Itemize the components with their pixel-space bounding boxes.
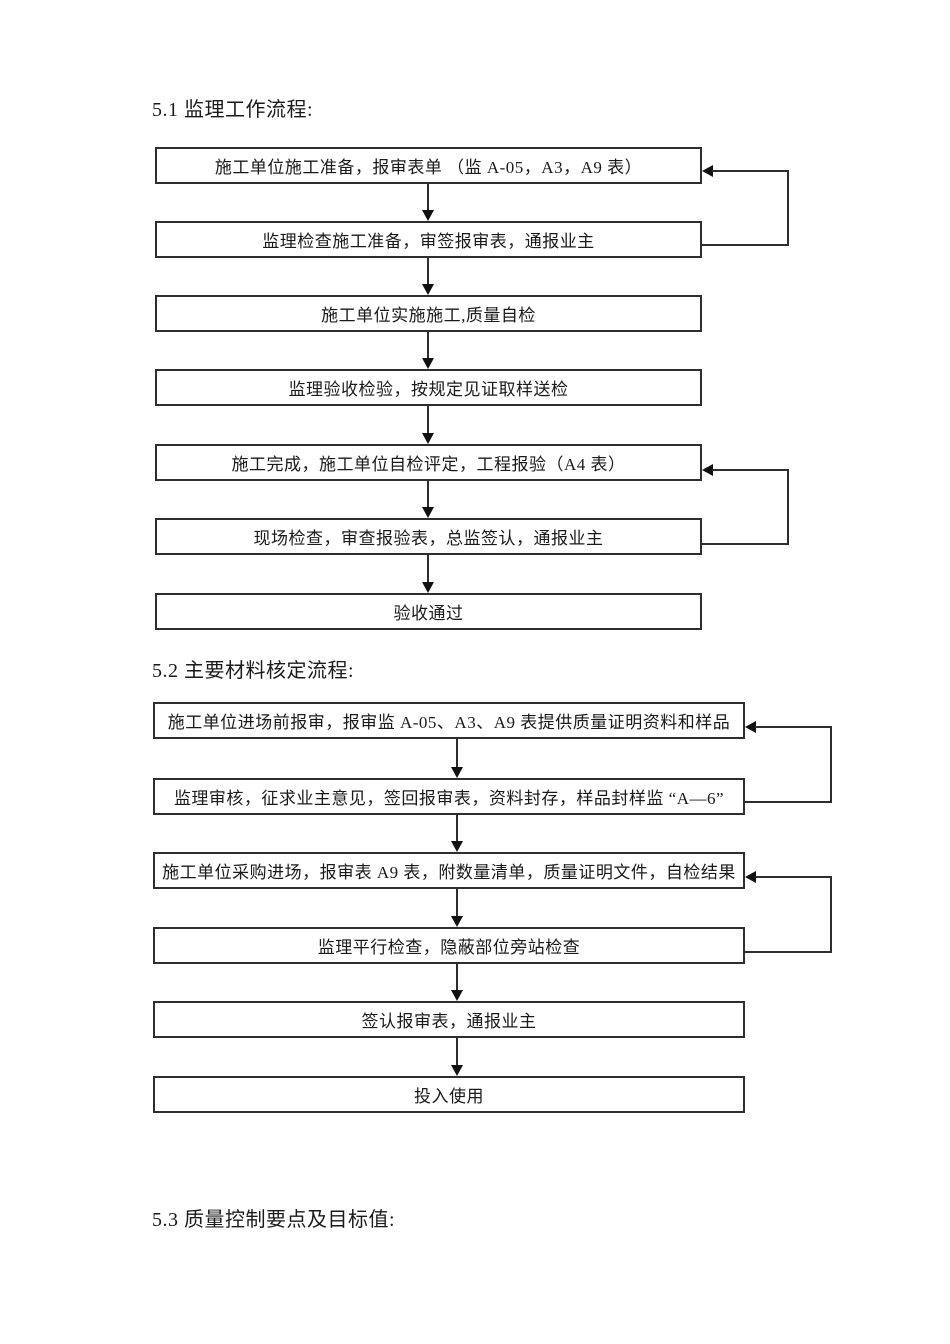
- connector-line: [427, 332, 429, 359]
- connector-line: [427, 481, 429, 508]
- flow-step-material-presubmit: 施工单位进场前报审，报审监 A-05、A3、A9 表提供质量证明资料和样品: [153, 702, 745, 739]
- connector-line: [456, 739, 458, 768]
- feedback-loop-line: [702, 244, 789, 246]
- flow-step-material-review: 监理审核，征求业主意见，签回报审表，资料封存，样品封样监 “A—6”: [153, 778, 745, 815]
- section-5-2-heading: 5.2 主要材料核定流程:: [152, 660, 355, 682]
- flow-step-site-check-sign: 现场检查，审查报验表，总监签认，通报业主: [155, 518, 702, 555]
- flow-step-parallel-inspection: 监理平行检查，隐蔽部位旁站检查: [153, 927, 745, 964]
- connector-line: [427, 184, 429, 211]
- connector-line: [456, 889, 458, 917]
- connector-line: [427, 258, 429, 285]
- section-5-3-heading: 5.3 质量控制要点及目标值:: [152, 1209, 396, 1231]
- arrowhead-down-icon: [422, 582, 434, 593]
- section-5-1-heading: 5.1 监理工作流程:: [152, 99, 314, 121]
- flow-step-check-preparation: 监理检查施工准备，审签报审表，通报业主: [155, 221, 702, 258]
- feedback-loop-line: [712, 469, 789, 471]
- connector-line: [427, 406, 429, 434]
- feedback-loop-line: [745, 951, 832, 953]
- arrowhead-down-icon: [422, 358, 434, 369]
- arrowhead-down-icon: [451, 1065, 463, 1076]
- flow-step-put-into-use: 投入使用: [153, 1076, 745, 1113]
- arrowhead-down-icon: [451, 990, 463, 1001]
- arrowhead-left-icon: [745, 871, 756, 883]
- arrowhead-left-icon: [702, 464, 713, 476]
- feedback-loop-line: [755, 726, 832, 728]
- flow-step-acceptance-passed: 验收通过: [155, 593, 702, 630]
- feedback-loop-line: [787, 469, 789, 545]
- arrowhead-left-icon: [702, 165, 713, 177]
- feedback-loop-line: [702, 543, 789, 545]
- arrowhead-down-icon: [422, 210, 434, 221]
- connector-line: [427, 555, 429, 583]
- arrowhead-down-icon: [451, 841, 463, 852]
- feedback-loop-line: [712, 170, 789, 172]
- feedback-loop-line: [755, 876, 832, 878]
- arrowhead-down-icon: [422, 507, 434, 518]
- flow-step-material-purchase: 施工单位采购进场，报审表 A9 表，附数量清单，质量证明文件，自检结果: [153, 852, 745, 889]
- flow-step-completion-report: 施工完成，施工单位自检评定，工程报验（A4 表）: [155, 444, 702, 481]
- connector-line: [456, 815, 458, 842]
- arrowhead-down-icon: [451, 767, 463, 778]
- arrowhead-down-icon: [422, 284, 434, 295]
- arrowhead-left-icon: [745, 721, 756, 733]
- feedback-loop-line: [745, 801, 832, 803]
- arrowhead-down-icon: [422, 433, 434, 444]
- connector-line: [456, 964, 458, 991]
- feedback-loop-line: [830, 726, 832, 803]
- flow-step-prepare-submit: 施工单位施工准备，报审表单 （监 A-05，A3，A9 表）: [155, 147, 702, 184]
- feedback-loop-line: [830, 876, 832, 953]
- flow-step-construct-selfcheck: 施工单位实施施工,质量自检: [155, 295, 702, 332]
- arrowhead-down-icon: [451, 916, 463, 927]
- flow-step-acceptance-inspection: 监理验收检验，按规定见证取样送检: [155, 369, 702, 406]
- connector-line: [456, 1038, 458, 1066]
- feedback-loop-line: [787, 170, 789, 246]
- flow-step-sign-notify: 签认报审表，通报业主: [153, 1001, 745, 1038]
